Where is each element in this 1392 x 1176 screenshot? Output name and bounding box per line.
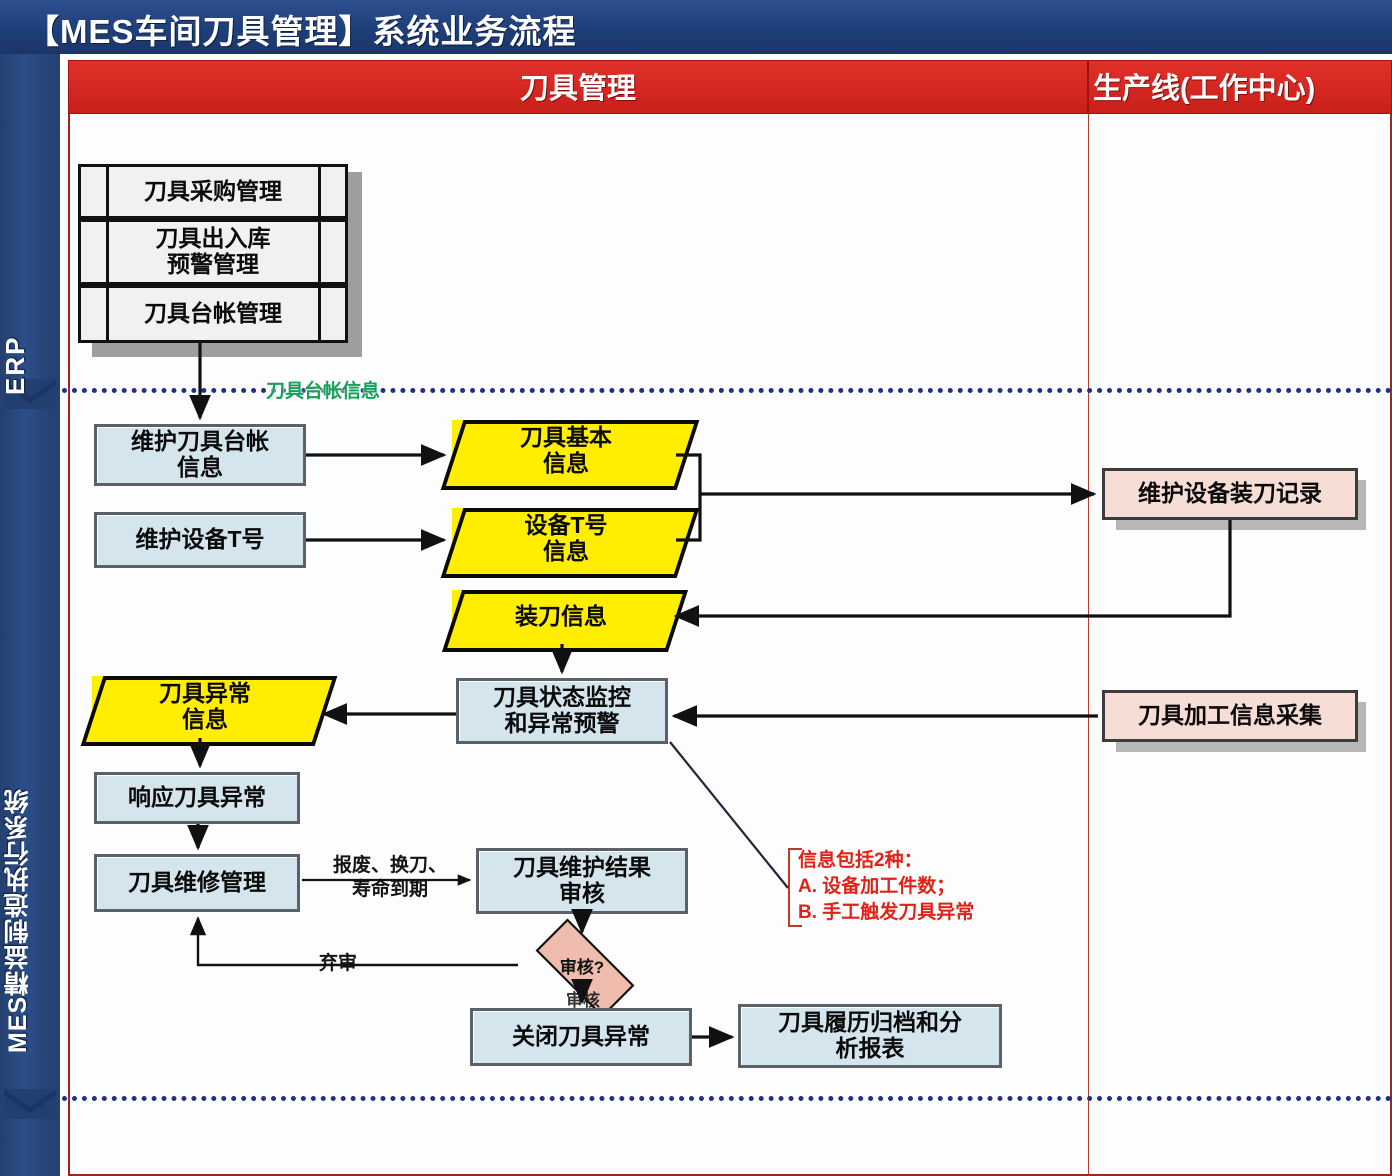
erp-box-inout-warning[interactable]: 刀具出入库 预警管理	[78, 219, 348, 285]
erp-box-ledger-label: 刀具台帐管理	[144, 300, 282, 327]
edge-label-abandon-audit: 弃审	[318, 953, 357, 974]
node-collect-machining[interactable]: 刀具加工信息采集	[1102, 690, 1358, 742]
annotation-info-types: 信息包括2种： A. 设备加工件数； B. 手工触发刀具异常	[788, 848, 1048, 927]
node-respond-abnormal[interactable]: 响应刀具异常	[94, 772, 300, 824]
node-monitor-alarm-label: 刀具状态监控 和异常预警	[493, 684, 631, 736]
lane-title-tool-management: 刀具管理	[519, 73, 636, 105]
erp-box-purchase[interactable]: 刀具采购管理	[78, 164, 348, 219]
node-tool-basic-info-label: 刀具基本 信息	[520, 424, 612, 476]
node-repair-mgmt[interactable]: 刀具维修管理	[94, 854, 300, 912]
edge-label-scrap-change-life: 报废、换刀、 寿命到期	[332, 855, 447, 900]
node-maint-result-audit[interactable]: 刀具维护结果 审核	[476, 848, 688, 914]
title-bar: 【MES车间刀具管理】系统业务流程	[0, 0, 1392, 54]
node-history-report[interactable]: 刀具履历归档和分 析报表	[738, 1004, 1002, 1068]
lane-body-production-line	[1088, 114, 1392, 1176]
node-close-abnormal-label: 关闭刀具异常	[512, 1023, 650, 1050]
erp-box-inout-warning-label: 刀具出入库 预警管理	[155, 225, 271, 277]
node-maintain-tnum-label: 维护设备T号	[135, 526, 265, 553]
node-maintain-ledger-label: 维护刀具台帐 信息	[131, 428, 269, 480]
node-close-abnormal[interactable]: 关闭刀具异常	[470, 1008, 692, 1066]
node-repair-mgmt-label: 刀具维修管理	[128, 869, 266, 896]
erp-box-ledger[interactable]: 刀具台帐管理	[78, 285, 348, 343]
rail-label-mes: MES精益制造执行系统	[4, 787, 32, 1053]
phase-separator-bottom	[62, 1096, 1392, 1101]
node-maintain-load-record[interactable]: 维护设备装刀记录	[1102, 468, 1358, 520]
node-maintain-tnum[interactable]: 维护设备T号	[94, 512, 306, 568]
node-maintain-load-record-label: 维护设备装刀记录	[1138, 480, 1322, 507]
page-title: 【MES车间刀具管理】系统业务流程	[26, 13, 577, 50]
rail-chevron-mes	[4, 1089, 56, 1119]
node-history-report-label: 刀具履历归档和分 析报表	[778, 1009, 962, 1061]
node-respond-abnormal-label: 响应刀具异常	[128, 784, 266, 811]
node-monitor-alarm[interactable]: 刀具状态监控 和异常预警	[456, 678, 668, 744]
node-load-tool-info[interactable]: 装刀信息	[441, 590, 689, 652]
node-device-t-info[interactable]: 设备T号 信息	[440, 508, 700, 578]
node-maintain-ledger[interactable]: 维护刀具台帐 信息	[94, 424, 306, 486]
system-rail	[0, 54, 60, 1176]
node-audit-decision[interactable]: 审核?	[518, 918, 646, 1018]
phase-separator-top	[62, 388, 1392, 393]
node-maint-result-audit-label: 刀具维护结果 审核	[513, 854, 651, 906]
node-device-t-info-label: 设备T号 信息	[524, 512, 608, 564]
node-audit-decision-label: 审核?	[559, 957, 605, 977]
lane-header-tool-management: 刀具管理	[68, 60, 1088, 114]
erp-box-purchase-label: 刀具采购管理	[144, 177, 282, 204]
node-load-tool-info-label: 装刀信息	[515, 603, 607, 630]
rail-label-erp: ERP	[0, 335, 30, 395]
phase-separator-label: 刀具台帐信息	[266, 381, 381, 402]
node-abnormal-info[interactable]: 刀具异常 信息	[80, 676, 338, 746]
lane-header-production-line: 生产线(工作中心)	[1088, 60, 1392, 114]
node-tool-basic-info[interactable]: 刀具基本 信息	[440, 420, 700, 490]
rail-chevron-erp	[4, 379, 56, 409]
erp-stack-rule-left	[106, 164, 109, 343]
node-abnormal-info-label: 刀具异常 信息	[159, 680, 251, 732]
lane-title-production-line: 生产线(工作中心)	[1093, 73, 1316, 105]
node-collect-machining-label: 刀具加工信息采集	[1138, 702, 1322, 729]
erp-stack-rule-right	[318, 164, 321, 343]
